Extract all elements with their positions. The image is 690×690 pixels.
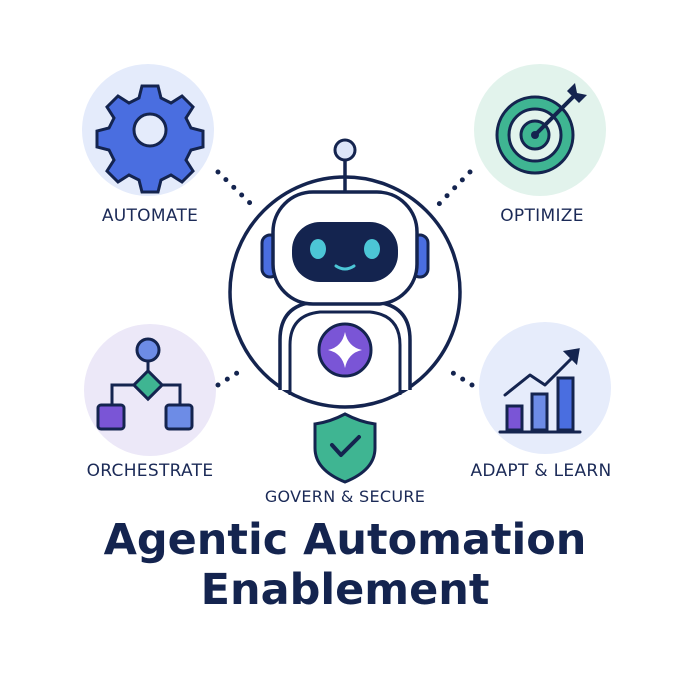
orchestrate-label: ORCHESTRATE (86, 461, 214, 481)
title-line-2: Enablement (200, 565, 490, 615)
growth-chart-icon (498, 348, 582, 434)
optimize-label: OPTIMIZE (500, 206, 584, 226)
gear-icon (95, 84, 205, 194)
target-icon (495, 83, 587, 175)
workflow-icon (96, 337, 194, 431)
shield-check-icon (313, 412, 377, 484)
adapt-learn-label: ADAPT & LEARN (470, 461, 612, 481)
automate-label: AUTOMATE (101, 206, 199, 226)
title-line-1: Agentic Automation (103, 515, 587, 565)
govern-secure-label: GOVERN & SECURE (264, 487, 426, 506)
robot-icon (228, 138, 462, 409)
connector-dots (215, 169, 475, 388)
adapt-bg (479, 322, 611, 454)
